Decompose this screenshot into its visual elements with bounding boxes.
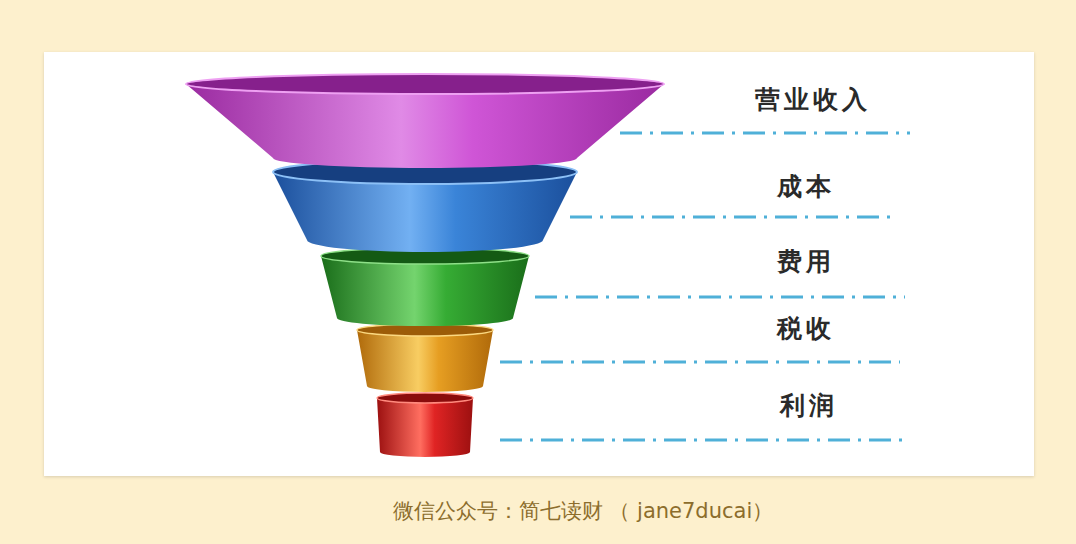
stage-label: 税收 xyxy=(777,314,835,344)
stage-label: 费用 xyxy=(777,247,835,277)
stage-label: 成本 xyxy=(777,172,835,202)
stage-label: 利润 xyxy=(780,391,838,421)
stage-label: 营业收入 xyxy=(755,85,871,115)
caption: 微信公众号：简七读财 （ jane7ducai） xyxy=(393,499,774,524)
